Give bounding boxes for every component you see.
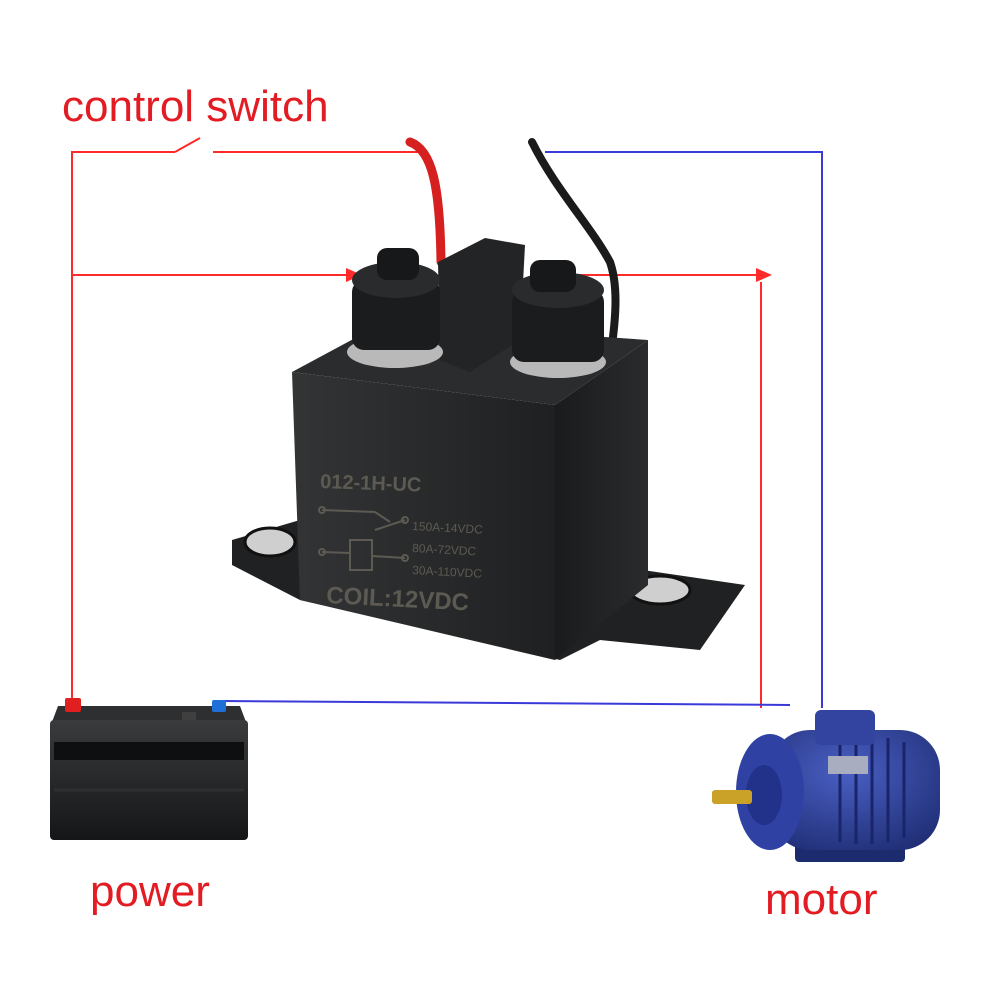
battery-top bbox=[52, 706, 246, 722]
terminal-left-post bbox=[352, 280, 440, 350]
control-switch-label: control switch bbox=[62, 82, 329, 131]
terminal-left-stud bbox=[377, 248, 419, 280]
motor-end-cap-ring bbox=[746, 765, 782, 825]
battery-positive-terminal bbox=[65, 698, 81, 712]
relay-side-face bbox=[555, 340, 648, 660]
relay-model-text: 012-1H-UC bbox=[320, 471, 422, 497]
battery-negative-terminal bbox=[212, 700, 226, 712]
relay-front-face bbox=[292, 372, 555, 660]
terminal-right-post bbox=[512, 290, 604, 362]
battery-cap bbox=[182, 712, 196, 720]
motor-label: motor bbox=[765, 875, 878, 924]
battery-label-band bbox=[54, 742, 244, 760]
battery bbox=[50, 698, 248, 840]
arrow-to-motor bbox=[756, 268, 772, 282]
wire-battery-negative-to-motor bbox=[219, 700, 791, 706]
motor-cooling-fins bbox=[838, 736, 906, 844]
positive-wiring bbox=[71, 137, 772, 708]
mount-hole-left bbox=[243, 526, 297, 558]
electric-motor bbox=[712, 710, 940, 862]
relay-red-lead bbox=[405, 137, 446, 267]
power-label: power bbox=[90, 867, 210, 916]
relay-rating-2: 80A-72VDC bbox=[412, 541, 477, 558]
motor-nameplate bbox=[828, 756, 868, 774]
negative-wiring bbox=[219, 151, 823, 708]
wire-battery-positive-to-switch bbox=[71, 151, 175, 700]
relay-black-lead bbox=[528, 138, 620, 349]
switch-lever bbox=[174, 137, 201, 153]
motor-terminal-box bbox=[815, 710, 875, 745]
relay-rating-3: 30A-110VDC bbox=[412, 563, 483, 581]
relay: 012-1H-UC 150A-14VDC 80A-72VDC 30A-110VD… bbox=[232, 238, 745, 660]
relay-schematic-icon bbox=[318, 506, 409, 571]
terminal-right-stud bbox=[530, 260, 576, 292]
battery-body bbox=[50, 720, 248, 840]
relay-terminal-divider bbox=[438, 238, 525, 372]
relay-rating-1: 150A-14VDC bbox=[412, 519, 484, 537]
wire-coil-negative-to-motor bbox=[545, 151, 823, 708]
motor-shaft bbox=[712, 790, 752, 804]
